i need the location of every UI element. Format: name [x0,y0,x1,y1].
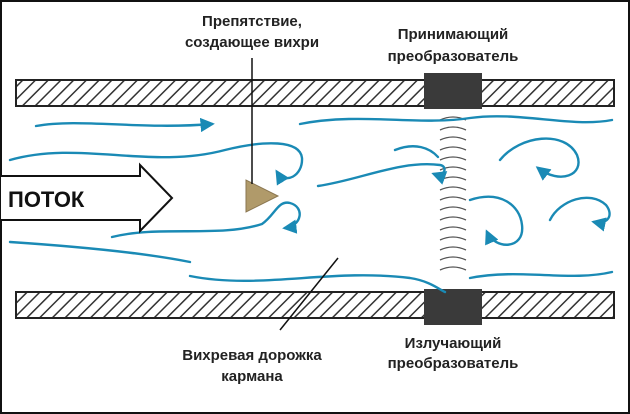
vortex-street-label-line2: кармана [221,368,283,385]
emitter-transducer [424,289,482,325]
flow-label: ПОТОК [8,187,85,212]
receiver-label-line2: преобразователь [388,48,519,65]
flow-streamlines [8,115,614,294]
emitter-label-line2: преобразователь [388,355,519,372]
vortex-street-leader-line [279,257,339,331]
pipe-top-wall [15,79,615,107]
obstacle-label-line2: создающее вихри [185,34,319,51]
receiver-transducer [424,73,482,109]
vortex-street-label-line1: Вихревая дорожка [182,347,322,364]
emitter-label-line1: Излучающий [405,335,502,352]
obstacle-label-line1: Препятствие, [202,13,302,30]
receiver-label-line1: Принимающий [398,26,509,43]
bluff-body-obstacle [245,179,280,213]
flow-arrow-icon [0,162,174,234]
ultrasonic-beam [439,116,467,271]
pipe-bottom-wall [15,291,615,319]
